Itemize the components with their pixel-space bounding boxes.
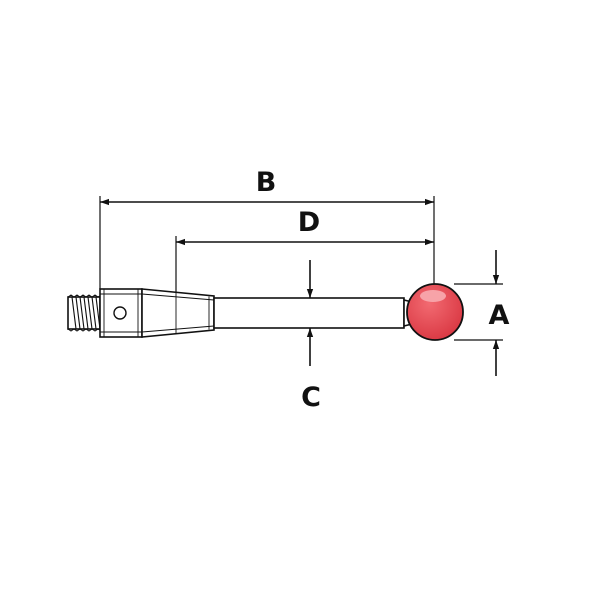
thread: [67, 294, 101, 332]
dimension-label-a: A: [489, 300, 510, 331]
stylus: [67, 283, 464, 341]
spanner-hole: [113, 306, 127, 320]
dimension-c: C: [301, 260, 321, 413]
dimension-label-c: C: [301, 382, 321, 413]
body-cylinder: [99, 288, 143, 338]
ruby-ball: [406, 283, 464, 341]
stem: [213, 297, 405, 329]
dimension-a: A: [454, 250, 510, 376]
dimension-d: D: [175, 207, 434, 292]
body-taper: [141, 288, 215, 338]
dimension-label-b: B: [256, 167, 277, 198]
dimension-b: B: [99, 167, 435, 289]
dimension-label-d: D: [298, 207, 320, 238]
